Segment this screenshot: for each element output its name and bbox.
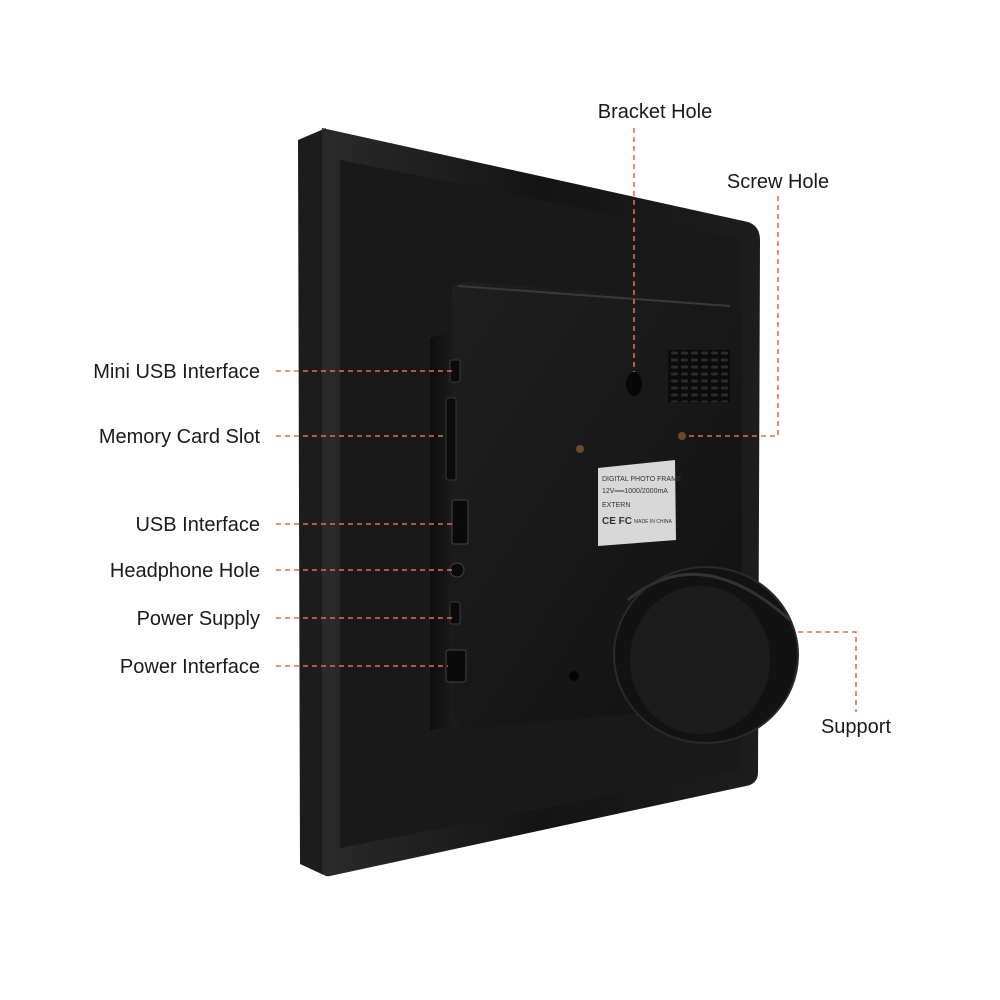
sticker-line-1: DIGITAL PHOTO FRAME <box>602 476 682 483</box>
headphone-port <box>449 562 465 578</box>
label-mini-usb: Mini USB Interface <box>93 361 260 383</box>
sticker-line-5: MADE IN CHINA <box>634 519 672 525</box>
frame-side-edge <box>298 128 326 876</box>
label-bracket-hole: Bracket Hole <box>598 101 713 123</box>
usb-port <box>451 499 469 545</box>
screw-hole-right <box>678 432 686 440</box>
label-sticker: DIGITAL PHOTO FRAME 12V══1000/2000mA EXT… <box>598 460 682 546</box>
panel-top-highlight <box>457 285 731 307</box>
label-support: Support <box>821 716 891 738</box>
leader-support <box>798 631 857 712</box>
sticker-line-3: EXTERN <box>602 502 630 509</box>
power-interface-port <box>445 649 467 683</box>
speaker-grille <box>668 350 730 402</box>
sticker-line-4: CE FC <box>602 516 632 527</box>
leader-screw-hole <box>688 196 779 437</box>
label-power-supply: Power Supply <box>137 608 260 630</box>
leader-lines <box>276 128 857 712</box>
label-usb: USB Interface <box>135 514 260 536</box>
support-ring <box>613 566 799 744</box>
power-supply-switch <box>449 601 461 625</box>
bracket-hole <box>626 372 642 396</box>
screw-hole-bottom <box>569 671 579 681</box>
memory-card-slot <box>445 397 457 481</box>
label-power-interface: Power Interface <box>120 656 260 678</box>
sticker-line-2: 12V══1000/2000mA <box>602 488 668 495</box>
label-headphone: Headphone Hole <box>110 560 260 582</box>
screw-hole-left <box>576 445 584 453</box>
ports <box>445 359 469 683</box>
label-memory-card: Memory Card Slot <box>99 426 261 448</box>
label-screw-hole: Screw Hole <box>727 171 829 193</box>
photo-frame-body <box>298 128 760 877</box>
callout-labels: Bracket Hole Screw Hole Mini USB Interfa… <box>93 101 891 738</box>
